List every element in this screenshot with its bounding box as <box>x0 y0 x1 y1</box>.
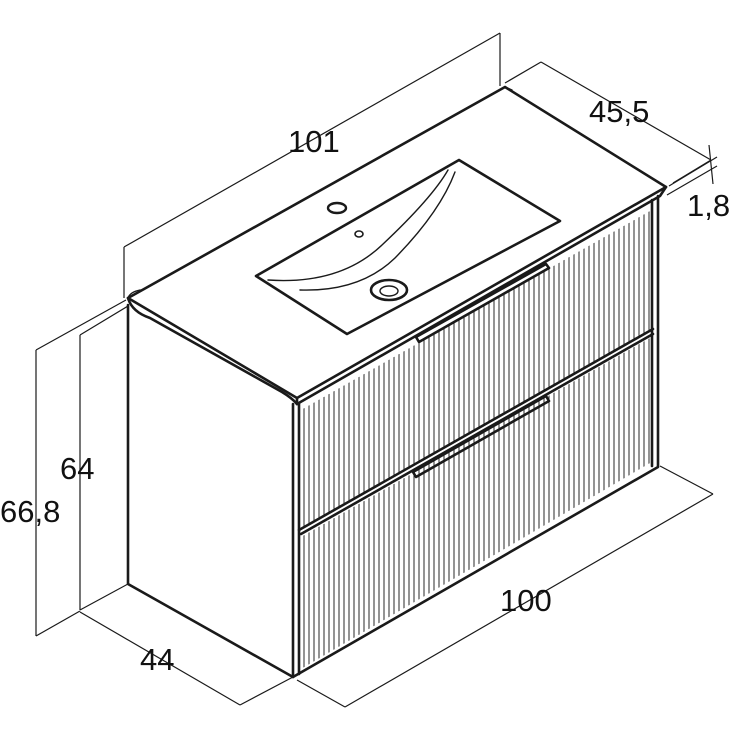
basin <box>254 158 562 336</box>
dim-total-height: 66,8 <box>0 494 60 529</box>
dimension-lines <box>35 32 718 708</box>
drawer-bottom <box>303 338 650 669</box>
dim-cabinet-depth: 44 <box>140 642 174 677</box>
dim-cabinet-width: 100 <box>500 583 552 618</box>
dim-top-width: 101 <box>288 124 340 159</box>
dim-top-thickness: 1,8 <box>687 188 730 223</box>
drain <box>369 278 409 302</box>
drawer-handle-bottom <box>411 394 551 479</box>
drawer-handle-top <box>414 262 551 344</box>
overflow-hole <box>354 230 364 238</box>
cabinet <box>126 194 660 679</box>
countertop <box>126 85 668 406</box>
dim-top-depth: 45,5 <box>589 94 649 129</box>
tap-hole <box>326 201 348 215</box>
dim-cabinet-height: 64 <box>60 451 94 486</box>
